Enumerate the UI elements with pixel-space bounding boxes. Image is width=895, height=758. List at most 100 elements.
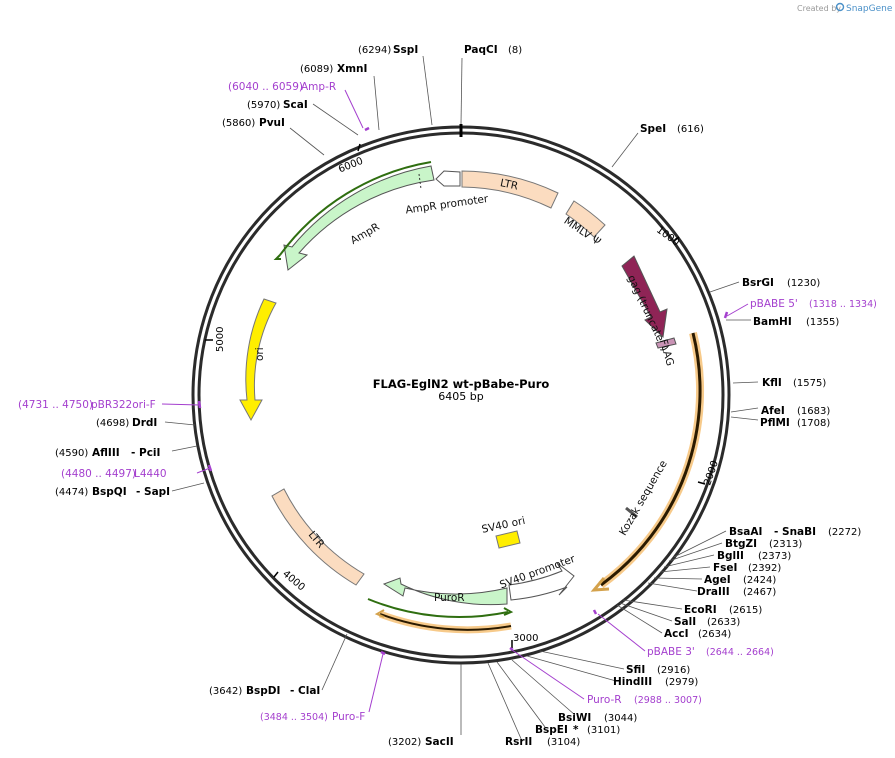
site-sfii-name[interactable]: SfiI [626, 664, 645, 676]
primer-pbr322-name[interactable]: pBR322ori-F [91, 399, 156, 411]
site-hindiii-name[interactable]: HindIII [613, 676, 652, 688]
site-xmni-pos: (6089) [300, 64, 333, 75]
primer-ampr-range: (6040 .. 6059) [228, 81, 303, 93]
site-hindiii-pos: (2979) [665, 677, 698, 688]
site-bspei-pos: (3101) [587, 725, 620, 736]
site-rsrii-name[interactable]: RsrII [505, 736, 532, 748]
site-paqci-name[interactable]: PaqCI [464, 44, 498, 56]
snapgene-logo-icon [835, 2, 845, 12]
primer-l4440-name[interactable]: L4440 [134, 468, 167, 480]
site-rsrii-pos: (3104) [547, 737, 580, 748]
ampr-orf-line [279, 161, 432, 256]
site-bspdi-pos: (3642) [209, 686, 242, 697]
primer-pbabe5-name[interactable]: pBABE 5' [750, 298, 798, 310]
site-afei-name[interactable]: AfeI [761, 405, 785, 417]
site-bspqi-name[interactable]: BspQI [92, 486, 127, 498]
site-sacii-name[interactable]: SacII [425, 736, 454, 748]
site-bglii-pos: (2373) [758, 551, 791, 562]
orf-bottom-arrow[interactable] [379, 613, 512, 631]
site-pvui-name[interactable]: PvuI [259, 117, 285, 129]
sv40-ori-feature[interactable] [495, 530, 521, 549]
site-sapi-name[interactable]: - SapI [136, 486, 170, 498]
site-bsaai-name[interactable]: BsaAI [729, 526, 762, 538]
site-fsei-pos: (2392) [748, 563, 781, 574]
primer-pbabe3-name[interactable]: pBABE 3' [647, 646, 695, 658]
plasmid-title: FLAG-EglN2 wt-pBabe-Puro [373, 377, 550, 391]
site-spei-name[interactable]: SpeI [640, 123, 666, 135]
ampr-promoter-label: AmpR promoter [405, 193, 490, 217]
site-bspei-mark: * [573, 724, 579, 736]
site-bamhi-name[interactable]: BamHI [753, 316, 792, 328]
site-sfii-pos: (2916) [657, 665, 690, 676]
puror-feature[interactable] [382, 577, 508, 606]
site-kfli-name[interactable]: KflI [762, 377, 782, 389]
site-acci-pos: (2634) [698, 629, 731, 640]
ltr-top-label: LTR [499, 177, 519, 193]
site-bglii-name[interactable]: BglII [717, 550, 744, 562]
site-bspei-name[interactable]: BspEI [535, 724, 568, 736]
site-draiii-pos: (2467) [743, 587, 776, 598]
site-acci-name[interactable]: AccI [664, 628, 688, 640]
site-sali-name[interactable]: SalI [674, 616, 696, 628]
site-paqci-pos: (8) [508, 45, 522, 56]
ltr-bottom-feature[interactable] [271, 488, 365, 586]
gag-feature[interactable] [621, 255, 668, 339]
sv40-promoter-feature[interactable] [508, 562, 575, 601]
site-scai-name[interactable]: ScaI [283, 99, 308, 111]
site-btgzi-name[interactable]: BtgZI [725, 538, 757, 550]
kozak-feature[interactable] [625, 506, 638, 519]
ori-feature[interactable] [239, 298, 277, 422]
primer-ampr-name[interactable]: Amp-R [301, 81, 336, 93]
site-spei-pos: (616) [677, 124, 704, 135]
site-pvui-pos: (5860) [222, 118, 255, 129]
leader-lines [164, 55, 759, 742]
primer-marks [161, 89, 749, 713]
site-clai-name[interactable]: - ClaI [290, 685, 320, 697]
site-bspqi-pos: (4474) [55, 487, 88, 498]
site-snabi-name[interactable]: - SnaBI [774, 526, 816, 538]
primer-purof-name[interactable]: Puro-F [332, 711, 365, 723]
mmlv-psi-feature[interactable] [565, 200, 606, 238]
site-agei-pos: (2424) [743, 575, 776, 586]
site-afliii-name[interactable]: AflIII [92, 447, 120, 459]
primer-puror-range: (2988 .. 3007) [634, 695, 702, 706]
site-bsaai-pos: (2272) [828, 527, 861, 538]
site-bsiwi-name[interactable]: BsiWI [558, 712, 591, 724]
site-bsrgi-pos: (1230) [787, 278, 820, 289]
site-pcii-name[interactable]: - PciI [131, 447, 160, 459]
site-bamhi-pos: (1355) [806, 317, 839, 328]
plasmid-size: 6405 bp [438, 390, 483, 403]
site-sspi-name[interactable]: SspI [393, 44, 418, 56]
site-draiii-name[interactable]: DraIII [697, 586, 730, 598]
ampr-feature[interactable] [283, 165, 435, 271]
primer-purof-range: (3484 .. 3504) [260, 712, 328, 723]
orf-right-arrow[interactable] [600, 332, 702, 587]
site-sspi-pos: (6294) [358, 45, 391, 56]
site-afliii-pos: (4590) [55, 448, 88, 459]
flag-feature[interactable] [655, 337, 677, 349]
site-sali-pos: (2633) [707, 617, 740, 628]
primer-pbabe3-range: (2644 .. 2664) [706, 647, 774, 658]
site-bsiwi-pos: (3044) [604, 713, 637, 724]
site-pflmi-name[interactable]: PflMI [760, 417, 790, 429]
primer-l4440-range: (4480 .. 4497) [61, 468, 136, 480]
site-drdi-name[interactable]: DrdI [132, 417, 157, 429]
site-xmni-name[interactable]: XmnI [337, 63, 367, 75]
sv40-ori-label: SV40 ori [481, 515, 527, 536]
site-fsei-name[interactable]: FseI [713, 562, 737, 574]
ori-label: ori [254, 347, 266, 361]
site-btgzi-pos: (2313) [769, 539, 802, 550]
site-agei-name[interactable]: AgeI [704, 574, 731, 586]
ampr-promoter-feature[interactable] [435, 170, 461, 187]
tick-1000: 1000 [654, 225, 681, 249]
site-kfli-pos: (1575) [793, 378, 826, 389]
primer-pbabe5-range: (1318 .. 1334) [809, 299, 877, 310]
site-ecori-name[interactable]: EcoRI [684, 604, 717, 616]
ltr-top-feature[interactable] [461, 170, 559, 209]
tick-5000: 5000 [215, 327, 226, 352]
site-bsrgi-name[interactable]: BsrGI [742, 277, 774, 289]
primer-puror-name[interactable]: Puro-R [587, 694, 622, 706]
puror-label: PuroR [434, 592, 465, 604]
site-bspdi-name[interactable]: BspDI [246, 685, 280, 697]
site-afei-pos: (1683) [797, 406, 830, 417]
